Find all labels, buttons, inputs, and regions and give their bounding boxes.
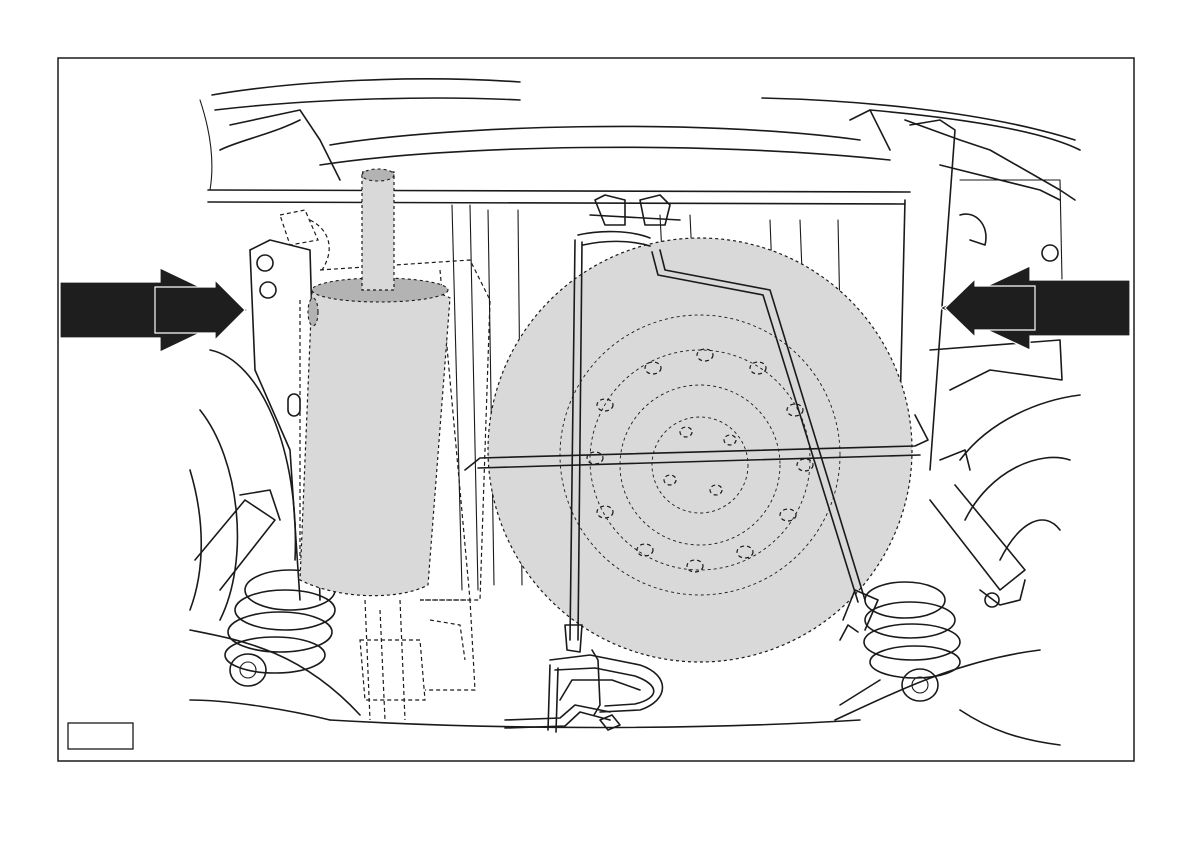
spare-wheel-zone [488, 238, 912, 662]
right-arrow [940, 266, 1130, 350]
left-arrow [60, 268, 248, 352]
reference-box [68, 723, 133, 749]
